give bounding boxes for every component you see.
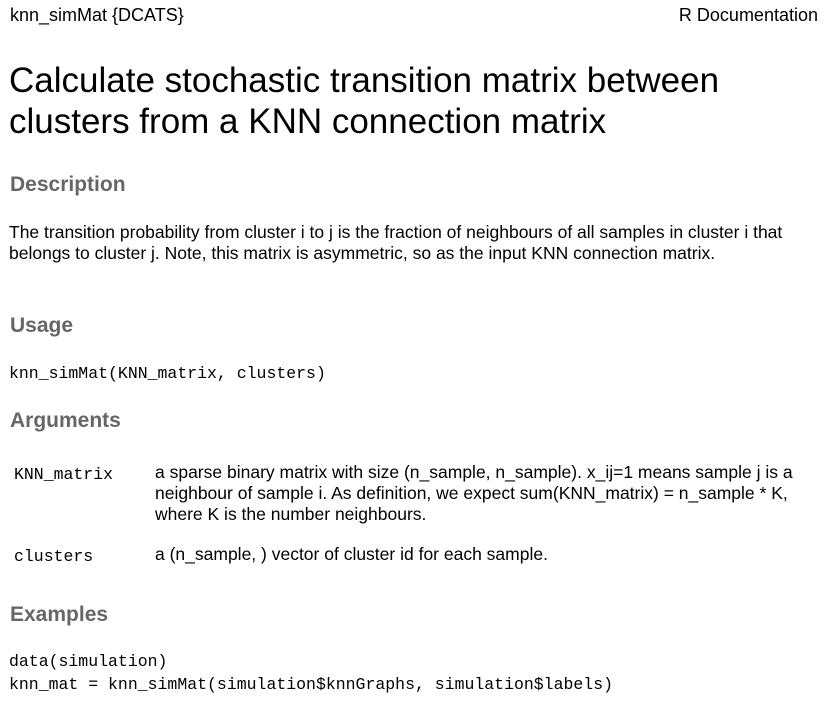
argument-description: a (n_sample, ) vector of cluster id for …: [155, 544, 548, 564]
page-title: Calculate stochastic transition matrix b…: [9, 61, 720, 141]
arguments-heading: Arguments: [10, 409, 121, 432]
argument-row: KNN_matrix a sparse binary matrix with s…: [14, 462, 804, 525]
argument-name: KNN_matrix: [14, 465, 114, 484]
description-text: The transition probability from cluster …: [9, 222, 783, 263]
argument-row: clusters a (n_sample, ) vector of cluste…: [14, 544, 804, 567]
usage-code: knn_simMat(KNN_matrix, clusters): [9, 364, 326, 383]
usage-heading: Usage: [10, 314, 74, 337]
doc-header: knn_simMat {DCATS} R Documentation: [10, 4, 818, 26]
description-heading: Description: [10, 173, 126, 196]
example-code-line: knn_mat = knn_simMat(simulation$knnGraph…: [9, 675, 613, 694]
argument-description: a sparse binary matrix with size (n_samp…: [155, 462, 793, 524]
argument-name: clusters: [14, 547, 94, 566]
example-code-line: data(simulation): [9, 652, 168, 671]
r-documentation-label: R Documentation: [678, 5, 818, 25]
topic-package-label: knn_simMat {DCATS}: [10, 5, 184, 25]
examples-heading: Examples: [10, 603, 109, 626]
